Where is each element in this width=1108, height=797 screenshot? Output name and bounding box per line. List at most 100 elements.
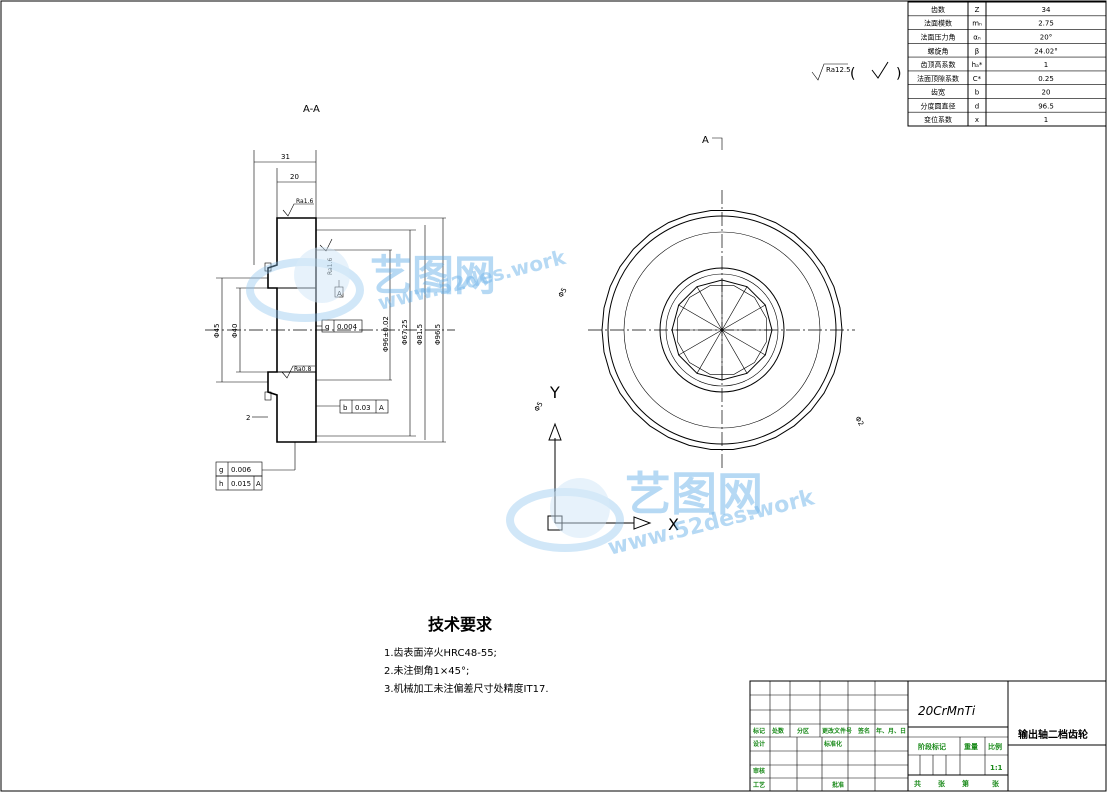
param-value: 0.25 [1038, 75, 1054, 83]
header-label: 年、月、日 [876, 727, 906, 735]
param-symbol: hₐ* [972, 61, 983, 69]
approve-label: 批准 [832, 781, 844, 789]
design-label: 设计 [753, 740, 765, 748]
tol-b-value: 0.03 [355, 404, 371, 412]
paren-close: ) [896, 66, 901, 82]
param-name: 变位系数 [924, 115, 952, 124]
globe-icon [294, 247, 350, 303]
tech-req-item: 3.机械加工未注偏差尺寸处精度IT17. [384, 682, 549, 695]
param-name: 分度圆直径 [921, 101, 956, 110]
paren-open: ( [850, 66, 855, 82]
roughness-note: Ra12.5 ( ) [811, 61, 901, 82]
total-label: 共 [914, 779, 921, 788]
dim-dia-pitch: Φ96±0.02 [382, 316, 390, 352]
param-name: 螺旋角 [928, 46, 949, 55]
roughness-bottom: Ra0.8 [294, 366, 311, 373]
param-value: 20 [1042, 89, 1051, 97]
header-label: 处数 [771, 727, 785, 735]
review-label: 审核 [753, 767, 765, 775]
dim-dia-96: Φ96.5 [434, 324, 442, 345]
header-label: 标记 [752, 727, 765, 735]
title-block: 20CrMnTi 输出轴二档齿轮 阶段标记 重量 比例 1:1 共 张 第 张 … [749, 680, 1107, 792]
param-symbol: mₙ [972, 20, 982, 28]
tol-g-symbol: g [325, 323, 329, 331]
param-symbol: Z [975, 6, 980, 14]
roughness-top: Ra1.6 [296, 198, 313, 205]
view-marker: A [702, 135, 709, 146]
weight-label: 重量 [964, 742, 978, 751]
tech-req-title: 技术要求 [428, 615, 493, 634]
tol-b-ref: A [379, 404, 384, 412]
datum-a: A [337, 290, 342, 298]
part-name: 输出轴二档齿轮 [1018, 728, 1088, 741]
param-symbol: d [975, 102, 979, 110]
dim-len-20: 20 [290, 173, 299, 181]
param-name: 法面压力角 [921, 32, 956, 41]
section-label: A-A [303, 104, 320, 115]
param-name: 法面顶隙系数 [917, 74, 959, 83]
param-symbol: C* [973, 75, 982, 83]
tol2-g-value: 0.006 [231, 466, 252, 474]
param-name: 法面模数 [924, 19, 952, 28]
tol2-g-symbol: g [219, 466, 223, 474]
axis-y-label: Y [549, 383, 560, 402]
face-dia-left2: Φ5 [533, 400, 545, 413]
watermark-2: 艺图网 www.52des.work [506, 467, 818, 561]
dim-len-31: 31 [281, 153, 290, 161]
param-symbol: b [975, 89, 980, 97]
globe-icon [550, 478, 610, 538]
header-label: 分区 [797, 727, 809, 735]
param-value: 2.75 [1038, 20, 1054, 28]
ucs-axes: Y X [547, 383, 679, 534]
gear-face-view: A Φ5 Φ2 Φ5 [533, 135, 865, 470]
param-value: 34 [1042, 6, 1051, 14]
tol-b-symbol: b [343, 404, 348, 412]
standard-label: 标准化 [823, 740, 842, 748]
tol2-h-symbol: h [219, 480, 223, 488]
param-value: 1 [1044, 61, 1048, 69]
sheet-no-label: 第 [962, 779, 969, 788]
axis-x-label: X [668, 515, 679, 534]
header-label: 更改文件号 [822, 727, 852, 735]
face-dia-right: Φ2 [853, 415, 865, 428]
param-value: 96.5 [1038, 102, 1054, 110]
tol-g-value: 0.004 [337, 323, 358, 331]
param-name: 齿宽 [931, 88, 945, 97]
watermark-brand: 艺图网 [370, 251, 496, 300]
scale-value: 1:1 [990, 764, 1003, 772]
tech-req-item: 2.未注倒角1×45°; [384, 664, 469, 677]
dim-dia-40: Φ40 [231, 324, 239, 338]
roughness-bore: Ra1.6 [327, 258, 334, 275]
dim-dia-81: Φ81.5 [416, 324, 424, 345]
param-symbol: αₙ [973, 33, 981, 41]
param-symbol: x [975, 116, 979, 124]
scale-label: 比例 [988, 742, 1002, 751]
watermark-1: 艺图网 www.52des.work [246, 245, 569, 322]
stage-mark-label: 阶段标记 [918, 742, 946, 751]
sheets-label: 张 [938, 779, 946, 788]
tech-requirements: 技术要求 1.齿表面淬火HRC48-55; 2.未注倒角1×45°; 3.机械加… [384, 615, 549, 695]
dim-dia-67: Φ67.25 [401, 319, 409, 345]
param-value: 24.02° [1034, 47, 1058, 55]
param-name: 齿顶高系数 [921, 60, 956, 69]
param-symbol: β [975, 47, 979, 55]
tol2-h-ref: A [256, 480, 261, 488]
roughness-value: Ra12.5 [826, 66, 851, 74]
material: 20CrMnTi [918, 704, 976, 718]
dim-small-2: 2 [246, 414, 250, 422]
param-value: 1 [1044, 116, 1048, 124]
sheets2-label: 张 [992, 779, 1000, 788]
parameter-table: 齿数 Z 34 法面模数 mₙ 2.75 法面压力角 αₙ 20° 螺旋角 β 24.02° 齿顶高系数… [907, 1, 1107, 127]
header-label: 签名 [857, 727, 870, 735]
tol2-h-value: 0.015 [231, 480, 251, 488]
face-dia-left: Φ5 [557, 286, 569, 299]
param-value: 20° [1040, 33, 1052, 41]
param-name: 齿数 [931, 5, 945, 14]
process-label: 工艺 [753, 781, 765, 789]
watermark-brand: 艺图网 [625, 467, 763, 521]
tech-req-item: 1.齿表面淬火HRC48-55; [384, 646, 497, 659]
section-view: Φ45 Φ40 Φ96±0.02 Φ67.25 Φ81.5 Φ96.5 31 2… [205, 150, 455, 491]
